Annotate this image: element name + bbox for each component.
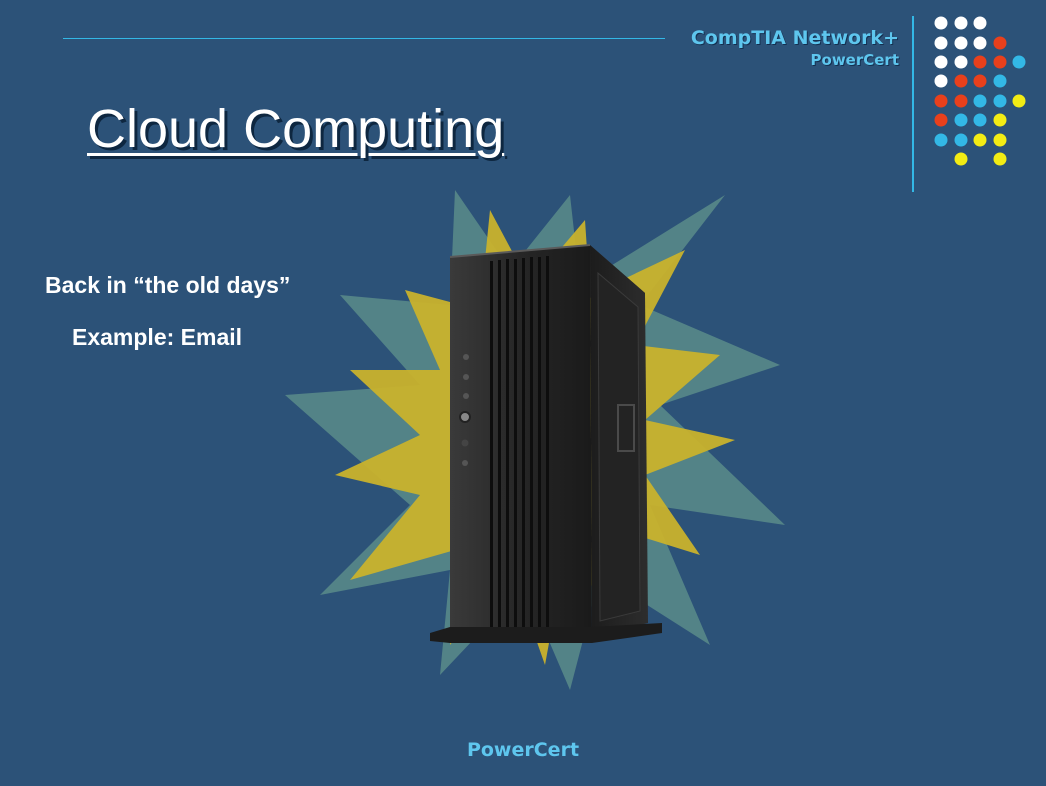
footer-brand: PowerCert <box>466 739 580 761</box>
brand-subtitle: PowerCert <box>810 51 899 69</box>
front-vent-slots <box>490 256 549 631</box>
sub-bullet-point: Example: Email <box>72 324 243 350</box>
brand-logo: CompTIA Network+ PowerCert <box>691 26 899 70</box>
top-divider-line <box>63 38 665 39</box>
brand-title: CompTIA Network+ <box>690 27 899 49</box>
decorative-dot-grid <box>934 16 1026 166</box>
vertical-divider-line <box>912 16 914 192</box>
tower-server-illustration <box>285 190 785 690</box>
front-panel-buttons <box>459 354 471 466</box>
server-case-feet <box>430 623 662 643</box>
slide-title: Cloud Computing <box>87 99 505 159</box>
server-case-front <box>450 245 592 637</box>
bullet-point: Back in “the old days” <box>45 272 291 298</box>
